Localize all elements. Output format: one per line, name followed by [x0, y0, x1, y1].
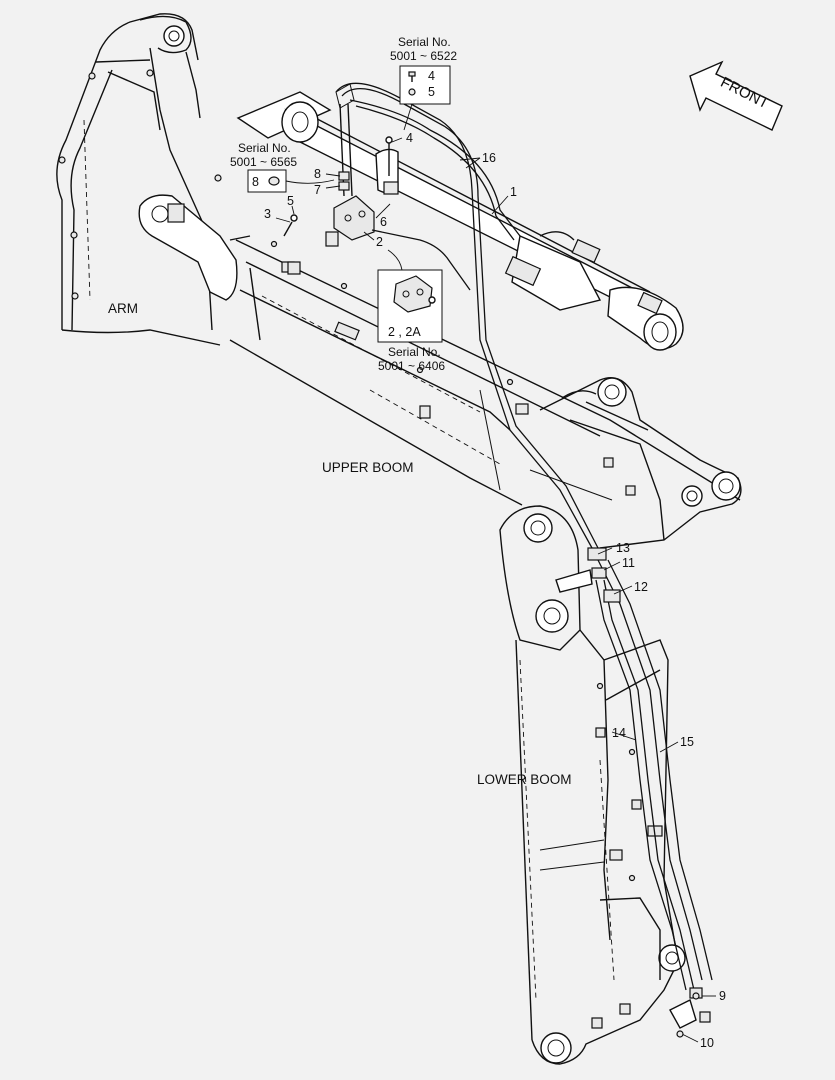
callout-7: 7 — [314, 183, 321, 197]
serial-6522-range: 5001 ~ 6522 — [390, 49, 457, 63]
front-arrow: FRONT — [689, 60, 783, 131]
lower-boom-label: LOWER BOOM — [477, 772, 572, 787]
serial-note-6565: Serial No. 5001 ~ 6565 — [230, 141, 335, 193]
callout-11: 11 — [622, 556, 635, 570]
callout-13: 13 — [616, 541, 630, 555]
callout-1: 1 — [510, 185, 517, 199]
callout-9: 9 — [719, 989, 726, 1003]
callout-5-box: 5 — [428, 85, 435, 99]
callout-2-2a: 2 , 2A — [388, 325, 421, 339]
callout-8: 8 — [314, 167, 321, 181]
serial-note-6522: Serial No. 5001 ~ 6522 — [390, 35, 457, 131]
arm-structure — [56, 13, 222, 346]
valve-group — [283, 83, 399, 275]
callout-8-box: 8 — [252, 175, 259, 189]
callout-15: 15 — [680, 735, 694, 749]
hoses — [335, 82, 713, 1029]
callout-3: 3 — [264, 207, 271, 221]
callout-12: 12 — [634, 580, 648, 594]
callout-10: 10 — [700, 1036, 714, 1050]
arm-label: ARM — [108, 301, 138, 316]
upper-boom-label: UPPER BOOM — [322, 460, 414, 475]
serial-6565-title: Serial No. — [238, 141, 291, 155]
serial-6406-title: Serial No. — [388, 345, 441, 359]
part-10-marker — [676, 1030, 684, 1038]
callout-4-box: 4 — [428, 69, 435, 83]
callout-16: 16 — [482, 151, 496, 165]
callout-14: 14 — [612, 726, 626, 740]
callout-4: 4 — [406, 131, 413, 145]
part-9-marker — [692, 992, 700, 1000]
callout-6: 6 — [380, 215, 387, 229]
callout-2: 2 — [376, 235, 383, 249]
upper-boom-structure — [229, 239, 742, 549]
serial-6565-range: 5001 ~ 6565 — [230, 155, 297, 169]
serial-6522-title: Serial No. — [398, 35, 451, 49]
serial-6406-range: 5001 ~ 6406 — [378, 359, 445, 373]
callout-numbers: 1 2 2 , 2A 3 4 4 5 5 6 7 8 8 9 10 11 12 … — [252, 69, 726, 1050]
callout-5: 5 — [287, 194, 294, 208]
callout-leaders — [275, 137, 716, 1043]
lower-boom-structure — [499, 505, 686, 1065]
arm-link-bracket — [138, 194, 251, 301]
serial-note-6406: Serial No. 5001 ~ 6406 — [377, 249, 445, 373]
cylinder-assembly — [236, 91, 684, 351]
